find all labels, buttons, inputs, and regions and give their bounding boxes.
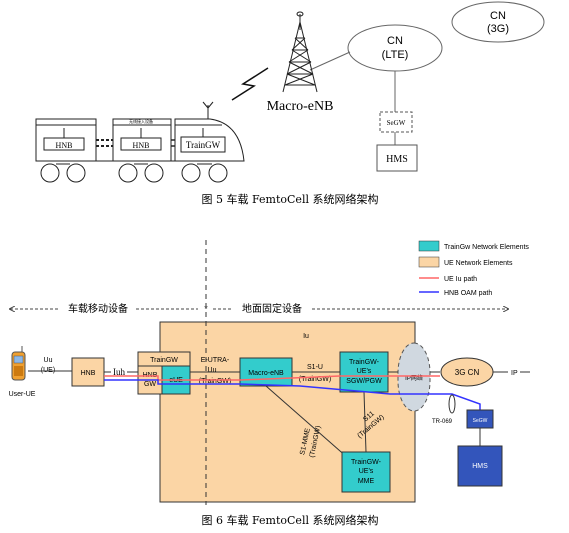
- ip-network-label: IP网络: [405, 374, 423, 382]
- legend-label-oam: HNB OAM path: [444, 290, 492, 297]
- eutra-label-3: (TrainGW): [199, 378, 231, 385]
- sgw-label-2: UE's: [357, 368, 372, 375]
- traingw-label: TrainGW: [150, 357, 178, 364]
- eutra-label-2: Uu: [208, 367, 217, 374]
- iuh-label-bg: [111, 366, 127, 376]
- uu-label: Uu: [44, 357, 53, 364]
- car1-hnb-label: HNB: [56, 141, 73, 150]
- wireless-link-icon: [231, 67, 269, 101]
- cn-3g-label: 3G CN: [455, 368, 480, 377]
- zone-right-label: 地面固定设备: [242, 302, 302, 315]
- legend-label-ue: UE Network Elements: [444, 260, 513, 267]
- legend-label-iu: UE Iu path: [444, 276, 477, 283]
- sgw-label-3: SGW/PGW: [346, 378, 382, 385]
- mme-label-2: UE's: [359, 468, 374, 475]
- cn-3g-label-sub: (3G): [487, 23, 509, 35]
- hms-label: HMS: [472, 463, 488, 470]
- hms-box: [457, 445, 503, 487]
- tower-cn-link: [309, 51, 351, 71]
- segw-label: SeGW: [387, 119, 406, 127]
- hnb-label: HNB: [81, 370, 96, 377]
- loco-traingw-label: TrainGW: [186, 140, 221, 150]
- enb-mme-link: [265, 385, 349, 459]
- mme-label-1: TrainGW-: [351, 459, 382, 466]
- hms-label: HMS: [386, 154, 408, 165]
- segw-label: SeGW: [473, 418, 488, 424]
- cn-3g-ellipse: [451, 1, 545, 43]
- sgw-mme-link: [363, 391, 367, 453]
- cn-lte-label: CN: [387, 35, 403, 47]
- ip-label: IP: [511, 370, 518, 377]
- eutra-label: E-UTRA-: [201, 357, 230, 364]
- figure-6-caption: 图 6 车载 FemtoCell 系统网络架构: [202, 513, 379, 527]
- hnb-oam-path: [104, 379, 481, 410]
- hnb-gw-label-sub: GW: [144, 381, 156, 388]
- macro-enb-label: Macro-eNB: [267, 99, 334, 114]
- mme-label-3: MME: [358, 478, 375, 485]
- train-icon: [35, 101, 245, 183]
- ue-iu-path: [104, 375, 440, 381]
- zone-divider-star: *: [204, 304, 208, 314]
- cn-lte-label-sub: (LTE): [382, 49, 409, 61]
- macro-enb-label: Macro-eNB: [248, 370, 284, 377]
- s1u-label: S1-U: [307, 364, 323, 371]
- s1u-label-sub: (TrainGW): [299, 376, 331, 383]
- legend-swatch-traingw: [418, 240, 440, 252]
- legend: TrainGw Network Elements UE Network Elem…: [418, 240, 529, 297]
- user-ue-label: User-UE: [9, 391, 36, 398]
- zone-left-label: 车载移动设备: [68, 302, 128, 315]
- figure-6: TrainGw Network Elements UE Network Elem…: [9, 240, 530, 527]
- mme-box: [341, 451, 391, 493]
- cn-lte-ellipse: [347, 24, 443, 72]
- tr069-marker: [448, 394, 456, 414]
- figure-5: CN (3G) CN (LTE): [35, 1, 545, 206]
- car2-hnb-label: HNB: [133, 141, 150, 150]
- legend-label-traingw: TrainGw Network Elements: [444, 244, 529, 251]
- car2-tiny-label: 无线接入设备: [129, 118, 153, 124]
- iu-top-label: Iu: [303, 333, 309, 340]
- macro-enb-tower-icon: [282, 11, 318, 93]
- iuh-label: Iuh: [113, 367, 125, 377]
- legend-swatch-ue: [418, 256, 440, 268]
- phone-icon: [11, 346, 26, 381]
- hms-box: [376, 144, 418, 172]
- figure-5-caption: 图 5 车载 FemtoCell 系统网络架构: [202, 192, 379, 206]
- sgw-label-1: TrainGW-: [349, 359, 380, 366]
- segw-box: [379, 111, 413, 133]
- tr069-label: TR-069: [432, 419, 453, 425]
- cn-3g-label: CN: [490, 10, 506, 22]
- sgw-pgw-box: [339, 351, 389, 393]
